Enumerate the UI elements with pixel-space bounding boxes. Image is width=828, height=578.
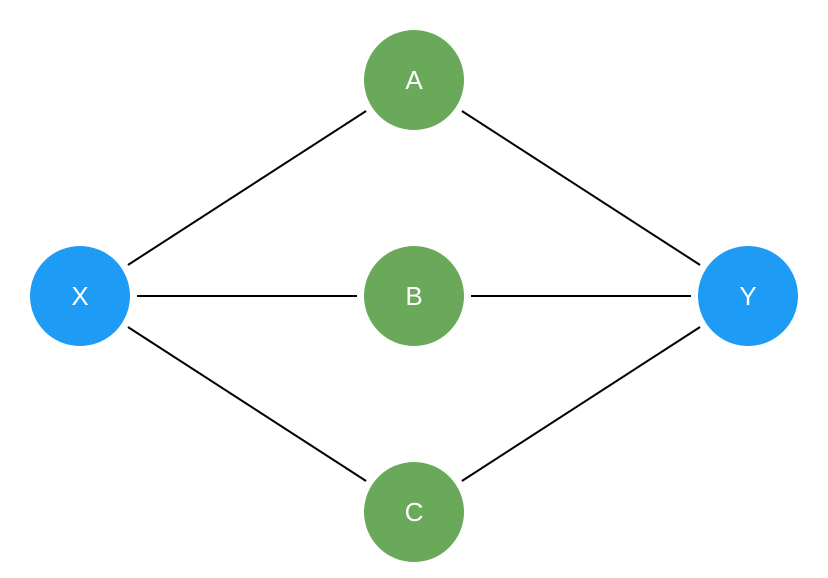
node-c: C bbox=[364, 462, 464, 562]
node-c-label: C bbox=[405, 497, 424, 527]
edge-x-c bbox=[127, 326, 367, 482]
edges-layer bbox=[127, 110, 701, 482]
node-y: Y bbox=[698, 246, 798, 346]
node-b: B bbox=[364, 246, 464, 346]
node-x: X bbox=[30, 246, 130, 346]
edge-x-a bbox=[127, 110, 367, 266]
node-y-circle bbox=[698, 246, 798, 346]
node-x-circle bbox=[30, 246, 130, 346]
node-a-label: A bbox=[405, 65, 423, 95]
node-b-circle bbox=[364, 246, 464, 346]
nodes-layer: X A B C Y bbox=[30, 30, 798, 562]
edge-c-y bbox=[461, 326, 701, 482]
node-c-circle bbox=[364, 462, 464, 562]
node-a-circle bbox=[364, 30, 464, 130]
node-a: A bbox=[364, 30, 464, 130]
node-y-label: Y bbox=[739, 281, 756, 311]
node-b-label: B bbox=[405, 281, 422, 311]
edge-a-y bbox=[461, 110, 701, 266]
node-x-label: X bbox=[71, 281, 88, 311]
